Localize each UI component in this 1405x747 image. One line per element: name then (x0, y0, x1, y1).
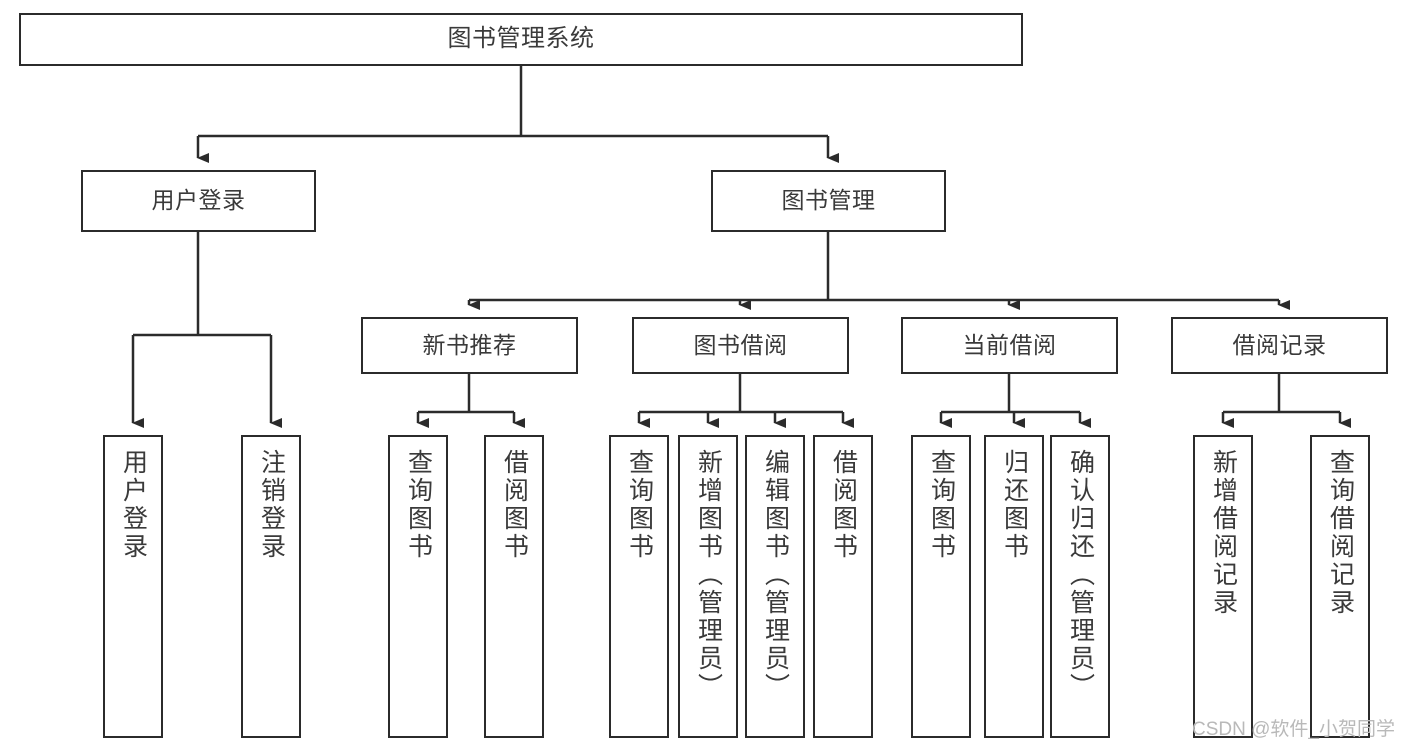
node-label: 当前借阅 (962, 331, 1057, 358)
leaf-node-leaf-add-record[interactable]: 新增借阅记录 (1193, 435, 1253, 738)
leaf-node-leaf-user-logout[interactable]: 注销登录 (241, 435, 301, 738)
node-label: 图书借阅 (693, 331, 788, 358)
leaf-node-leaf-query-book-rec[interactable]: 查询图书 (388, 435, 448, 738)
node-label: 新增图书（管理员） (694, 449, 723, 701)
connector-group (131, 66, 1351, 428)
node-label: 查询图书 (927, 449, 956, 561)
node-label: 借阅图书 (829, 449, 858, 561)
node-label: 图书管理系统 (447, 25, 595, 53)
leaf-node-leaf-confirm-return[interactable]: 确认归还（管理员） (1050, 435, 1110, 738)
node-label: 查询图书 (625, 449, 654, 561)
node-label: 用户登录 (119, 449, 148, 561)
node-user-login[interactable]: 用户登录 (81, 170, 316, 232)
leaf-node-leaf-borrow-book-rec[interactable]: 借阅图书 (484, 435, 544, 738)
node-label: 编辑图书（管理员） (761, 449, 790, 701)
node-new-book-rec[interactable]: 新书推荐 (361, 317, 578, 374)
node-current-borrow[interactable]: 当前借阅 (901, 317, 1118, 374)
node-label: 查询借阅记录 (1326, 449, 1355, 617)
leaf-node-leaf-query-book-brw[interactable]: 查询图书 (609, 435, 669, 738)
leaf-node-leaf-query-record[interactable]: 查询借阅记录 (1310, 435, 1370, 738)
node-borrow-record[interactable]: 借阅记录 (1171, 317, 1388, 374)
node-label: 新书推荐 (422, 331, 517, 358)
leaf-node-leaf-user-login[interactable]: 用户登录 (103, 435, 163, 738)
node-label: 查询图书 (404, 449, 433, 561)
node-book-manage[interactable]: 图书管理 (711, 170, 946, 232)
leaf-node-leaf-return-book[interactable]: 归还图书 (984, 435, 1044, 738)
leaf-node-leaf-borrow-book-brw[interactable]: 借阅图书 (813, 435, 873, 738)
leaf-node-leaf-add-book[interactable]: 新增图书（管理员） (678, 435, 738, 738)
node-label: 归还图书 (1000, 449, 1029, 561)
node-label: 注销登录 (257, 449, 286, 561)
node-label: 用户登录 (151, 187, 246, 214)
node-label: 借阅图书 (500, 449, 529, 561)
leaf-node-leaf-query-book-cur[interactable]: 查询图书 (911, 435, 971, 738)
node-label: 图书管理 (781, 187, 876, 214)
leaf-node-leaf-edit-book[interactable]: 编辑图书（管理员） (745, 435, 805, 738)
node-label: 借阅记录 (1232, 331, 1327, 358)
node-book-borrow[interactable]: 图书借阅 (632, 317, 849, 374)
node-label: 确认归还（管理员） (1066, 449, 1095, 701)
node-root[interactable]: 图书管理系统 (19, 13, 1023, 66)
node-label: 新增借阅记录 (1209, 449, 1238, 617)
